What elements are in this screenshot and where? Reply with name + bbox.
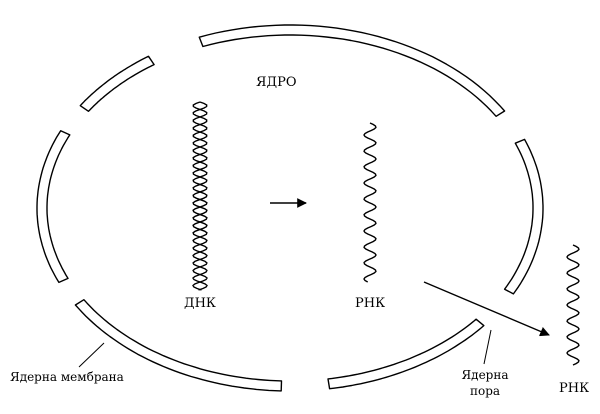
membrane-segment-bottom-left bbox=[74, 299, 283, 392]
membrane-leader-line bbox=[78, 342, 105, 368]
membrane-segment-upper-left bbox=[79, 55, 155, 112]
membrane-segment-top bbox=[198, 24, 506, 117]
pore-leader-line bbox=[483, 329, 492, 365]
rna-strand-outside bbox=[566, 244, 580, 366]
nuclear-envelope bbox=[36, 24, 544, 392]
rna-outside-label: РНК bbox=[559, 381, 590, 396]
rna-strand-inside bbox=[363, 122, 377, 283]
rna-inside-label: РНК bbox=[355, 296, 386, 311]
dna-strand-2 bbox=[192, 101, 208, 291]
membrane-label: Ядерна мембрана bbox=[10, 370, 124, 384]
dna-label: ДНК bbox=[184, 296, 216, 311]
dna-strand-1 bbox=[192, 101, 208, 291]
pore-label-line2: пора bbox=[469, 384, 501, 398]
membrane-segment-right bbox=[503, 138, 544, 295]
nucleus-label: ЯДРО bbox=[256, 75, 297, 90]
export-arrow bbox=[423, 281, 550, 337]
pore-label: Ядерна пора bbox=[450, 369, 520, 397]
membrane-segment-bottom-right bbox=[327, 318, 485, 390]
pore-label-line1: Ядерна bbox=[461, 368, 509, 382]
membrane-segment-left bbox=[36, 130, 71, 284]
dna-double-helix bbox=[192, 101, 208, 291]
